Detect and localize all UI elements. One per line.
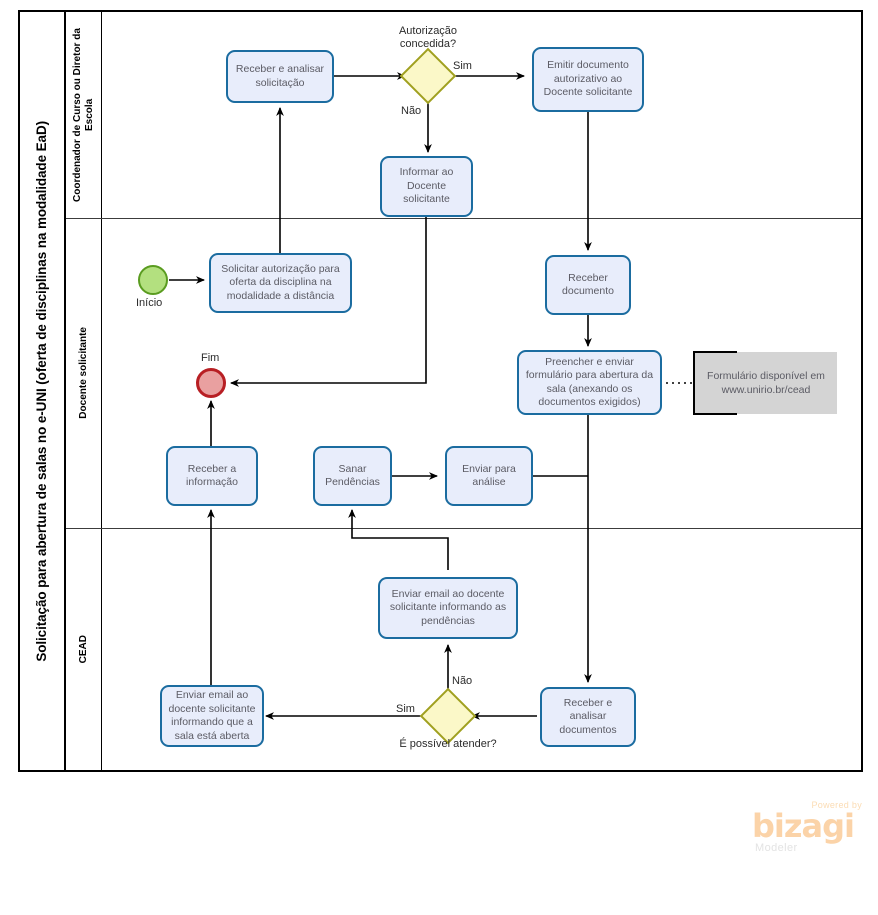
task-label: Receber e analisar solicitação [235,63,325,89]
lane-divider-2 [66,528,861,529]
start-event-label: Início [136,297,163,309]
task-receber-analisar-documentos[interactable]: Receber e analisar documentos [540,687,636,747]
task-sanar-pendencias[interactable]: Sanar Pendências [313,446,392,506]
end-event[interactable] [196,368,226,398]
lane-cead-label: CEAD [77,634,89,664]
annotation-formulario-disponivel: Formulário disponível em www.unirio.br/c… [695,352,837,414]
lane-divider-1 [66,218,861,219]
task-label: Enviar email ao docente solicitante info… [389,587,507,627]
bizagi-wordmark: bizagi [752,807,855,845]
pool [18,10,863,772]
task-receber-documento[interactable]: Receber documento [545,255,631,315]
lane-docente-label: Docente solicitante [77,327,89,419]
start-event[interactable] [138,265,168,295]
bizagi-product-label: Modeler [755,842,798,854]
task-informar-ao-docente[interactable]: Informar ao Docente solicitante [380,156,473,217]
flow-label-gw1-no: Não [401,105,422,117]
annotation-bracket-left [693,351,695,415]
task-enviar-email-sala-aberta[interactable]: Enviar email ao docente solicitante info… [160,685,264,747]
annotation-label: Formulário disponível em www.unirio.br/c… [707,370,825,396]
lane-cead: CEAD [66,528,102,770]
task-solicitar-autorizacao[interactable]: Solicitar autorização para oferta da dis… [209,253,352,313]
task-label: Receber e analisar documentos [559,696,617,736]
lane-docente: Docente solicitante [66,218,102,528]
flow-label-gw2-yes: Sim [396,703,415,715]
task-receber-informacao[interactable]: Receber a informação [166,446,258,506]
task-label: Emitir documento autorizativo ao Docente… [543,59,633,99]
task-label: Solicitar autorização para oferta da dis… [221,262,340,302]
end-event-label: Fim [201,352,220,364]
task-label: Preencher e enviar formulário para abert… [525,355,654,409]
pool-title: Solicitação para abertura de salas no e-… [18,10,66,772]
gateway-autorizacao-concedida-label: Autorização concedida? [398,25,458,50]
task-enviar-email-pendencias[interactable]: Enviar email ao docente solicitante info… [378,577,518,639]
task-label: Enviar para análise [462,462,516,489]
annotation-bracket-bottom [693,413,737,415]
task-enviar-para-analise[interactable]: Enviar para análise [445,446,533,506]
annotation-bracket-top [693,351,737,353]
pool-title-label: Solicitação para abertura de salas no e-… [33,120,49,662]
task-receber-analisar-solicitacao[interactable]: Receber e analisar solicitação [226,50,334,103]
flow-label-gw1-yes: Sim [453,60,472,72]
task-label: Enviar email ao docente solicitante info… [168,689,256,742]
task-label: Sanar Pendências [325,462,380,489]
task-label: Receber a informação [186,462,238,489]
flow-label-gw2-no: Não [452,675,473,687]
lane-coordenador: Coordenador de Curso ou Diretor da Escol… [66,12,102,218]
task-preencher-enviar-formulario[interactable]: Preencher e enviar formulário para abert… [517,350,662,415]
task-label: Informar ao Docente solicitante [399,166,454,206]
bizagi-logo: Powered by bizagi Modeler [752,800,862,860]
bizagi-powered-by-label: Powered by [811,800,862,810]
gateway-e-possivel-atender-label: É possível atender? [399,738,497,750]
task-emitir-documento-autorizativo[interactable]: Emitir documento autorizativo ao Docente… [532,47,644,112]
task-label: Receber documento [562,271,614,298]
lane-coordenador-label: Coordenador de Curso ou Diretor da Escol… [71,28,95,202]
